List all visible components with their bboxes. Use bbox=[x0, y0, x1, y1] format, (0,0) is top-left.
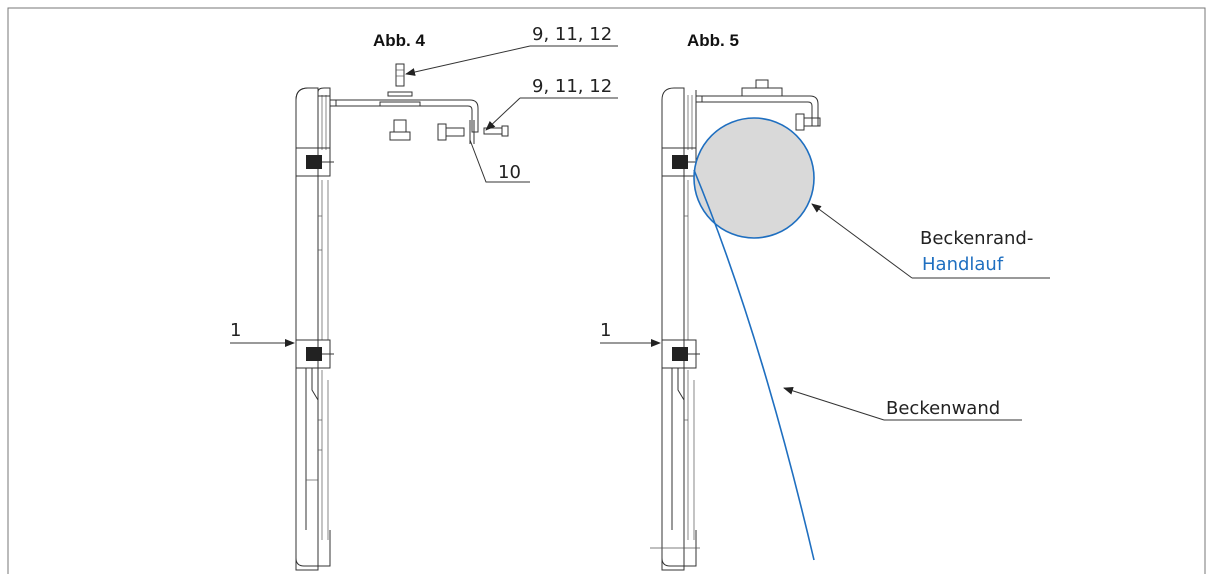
bracket-panel-left bbox=[295, 87, 479, 571]
figure-5: Abb. 5 bbox=[600, 31, 1050, 571]
callout-screw-top: 9, 11, 12 bbox=[532, 24, 612, 45]
figure-4-title: Abb. 4 bbox=[373, 31, 425, 50]
callout-handrail-line2: Handlauf bbox=[922, 254, 1004, 275]
leader-screw-top bbox=[405, 45, 531, 76]
bracket-panel-right bbox=[650, 79, 821, 571]
screw-top bbox=[387, 63, 413, 141]
callout-screw-side: 9, 11, 12 bbox=[532, 76, 612, 97]
leader-part-10 bbox=[469, 139, 530, 183]
callout-part-10: 10 bbox=[498, 162, 521, 183]
leader-screw-side bbox=[485, 97, 521, 131]
drawing-frame bbox=[7, 7, 1206, 574]
callout-handrail-line1: Beckenrand- bbox=[920, 228, 1033, 249]
callout-wall: Beckenwand bbox=[886, 398, 1000, 419]
handrail-profile bbox=[693, 117, 815, 239]
pool-wall-curve bbox=[693, 169, 815, 561]
callout-part-1-right: 1 bbox=[600, 320, 611, 341]
leader-wall bbox=[783, 386, 885, 421]
leader-handrail bbox=[811, 203, 913, 279]
callout-part-1-left: 1 bbox=[230, 320, 241, 341]
figure-4: Abb. 4 bbox=[230, 24, 618, 571]
figure-5-title: Abb. 5 bbox=[687, 31, 739, 50]
